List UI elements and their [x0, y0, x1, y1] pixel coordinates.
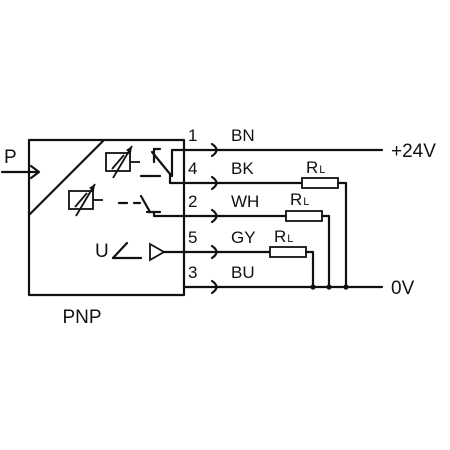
analog-slope — [111, 241, 129, 260]
nc-contact-blade — [150, 150, 172, 176]
load-resistor-wh: RL — [219, 190, 331, 289]
resistor-label: RL — [306, 158, 325, 177]
sensor-housing: PNP — [27, 138, 186, 328]
housing-diagonal — [27, 138, 106, 217]
supply-positive-label: +24V — [391, 141, 436, 162]
load-resistor-bk: RL — [219, 158, 348, 289]
wire-color: BK — [231, 159, 254, 178]
load-resistor-gy: RL — [219, 227, 315, 289]
amplifier-triangle — [149, 242, 166, 262]
negative-rail: 0V — [219, 278, 415, 299]
connector-pin-3: 3 BU — [188, 263, 255, 295]
wire-internal-pin1 — [170, 148, 207, 178]
pin-number: 5 — [188, 228, 197, 247]
no-contact-blade — [139, 194, 152, 214]
input-label: P — [4, 147, 17, 168]
connector-pin-2: 2 WH — [188, 192, 259, 224]
adjust-arrowhead-lower — [89, 184, 95, 191]
pin-number: 1 — [188, 126, 197, 145]
box-label: PNP — [62, 307, 101, 328]
setpoint-symbol-lower — [68, 183, 103, 217]
load-wire-out — [320, 214, 331, 289]
adjust-arrowhead-upper — [126, 146, 132, 153]
resistor-label: RL — [274, 227, 293, 246]
analog-label: U — [95, 241, 109, 262]
setpoint-symbol-upper — [105, 145, 140, 179]
resistor-body — [301, 177, 339, 189]
supply-negative-label: 0V — [391, 278, 415, 299]
wire-color: WH — [231, 192, 259, 211]
pin-number: 2 — [188, 192, 197, 211]
resistor-label: RL — [290, 190, 309, 209]
pin-number: 4 — [188, 159, 197, 178]
wire-internal-pin4 — [168, 172, 207, 185]
connector-pin-1: 1 BN — [188, 126, 255, 158]
switch-contacts — [139, 147, 207, 218]
resistor-body — [269, 246, 307, 258]
mechanical-linkage — [117, 174, 150, 205]
sensor-box — [27, 138, 186, 297]
pressure-input: P — [0, 147, 41, 180]
resistor-body — [285, 210, 323, 222]
wire-internal-pin2 — [152, 210, 207, 218]
wire-color: GY — [231, 228, 256, 247]
positive-rail: +24V — [219, 141, 436, 162]
load-wire-out — [336, 181, 348, 289]
connector-pin-5: 5 GY — [188, 228, 256, 260]
setpoint-stroke-lower — [74, 192, 88, 208]
load-wire-out — [304, 250, 315, 289]
setpoint-stroke-upper — [111, 154, 125, 170]
wire-color: BU — [231, 263, 255, 282]
input-arrowhead — [29, 164, 41, 180]
analog-output: U — [95, 241, 207, 262]
wire-color: BN — [231, 126, 255, 145]
pin-number: 3 — [188, 263, 197, 282]
connector-pin-4: 4 BK — [188, 159, 254, 191]
